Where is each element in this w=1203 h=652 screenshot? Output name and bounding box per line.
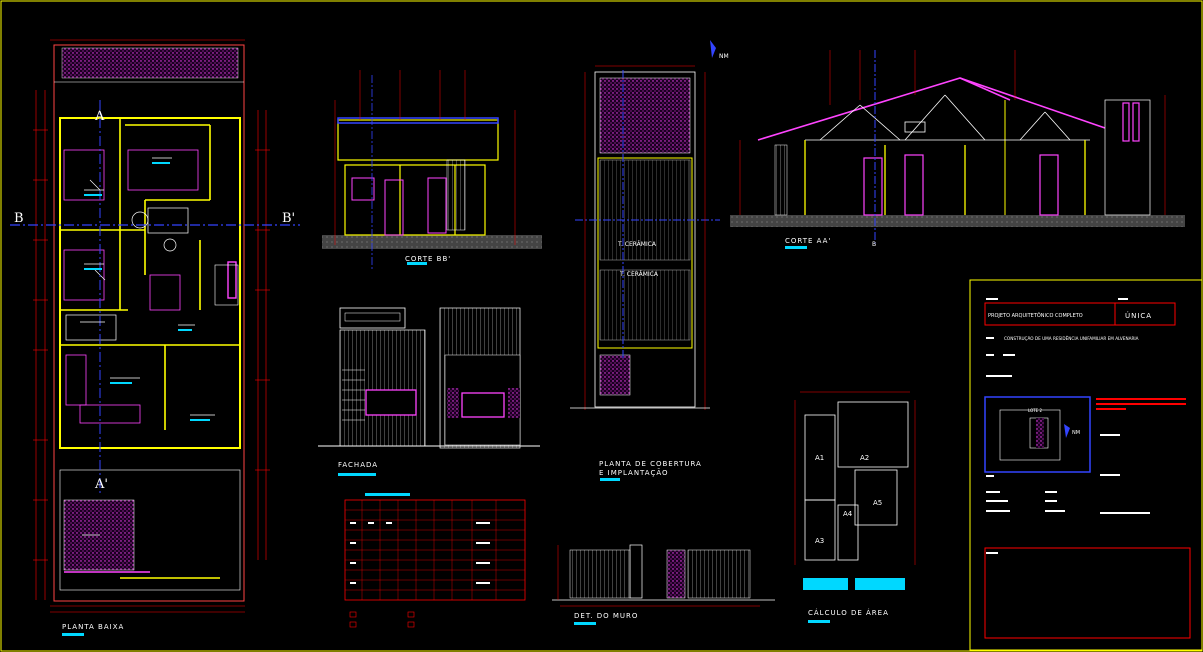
title-location: LOTE 2 [1028,408,1042,413]
plan-section-b-left: B [14,211,24,226]
north-label: NM [719,53,729,60]
section-aa [730,50,1185,249]
title-north: NM [1072,430,1080,436]
area-a5: A5 [873,499,882,507]
title-project-label: PROJETO ARQUITETÔNICO COMPLETO [988,312,1083,319]
wall-detail [552,544,775,625]
north-arrow-icon [1064,424,1070,438]
area-a2: A2 [860,454,869,462]
section-bb [322,70,542,270]
title-description: CONSTRUÇÃO DE UMA RESIDÊNCIA UNIFAMILIAR… [1004,336,1139,341]
area-a3: A3 [815,537,824,545]
facade [318,307,540,476]
roof-plan [570,40,720,481]
floor-plan [10,39,300,613]
title-sheet-label: ÚNICA [1125,311,1152,320]
plan-section-b-right: B' [282,211,295,226]
title-block [969,279,1203,651]
cobertura-roof-note-2: T. CERÂMICA [619,271,659,278]
plan-section-a-top: A [94,109,105,124]
plan-section-a-bottom: A' [94,477,108,492]
area-a1: A1 [815,454,824,462]
area-calculation [794,391,916,623]
cobertura-title-1: PLANTA DE COBERTURA [599,460,702,468]
cobertura-title-2: E IMPLANTAÇÃO [599,468,669,477]
cobertura-roof-note-1: T. CERÂMICA [617,241,657,248]
corte-aa-section-label: B [872,241,876,248]
area-a4: A4 [843,510,853,518]
corte-aa-title: CORTE AA' [785,237,831,245]
corte-bb-title: CORTE BB' [405,255,451,263]
plan-title: PLANTA BAIXA [62,623,124,631]
frames-table [344,493,526,628]
muro-title: DET. DO MURO [574,612,638,620]
area-calc-title: CÁLCULO DE ÁREA [808,608,889,617]
fachada-title: FACHADA [338,461,378,469]
